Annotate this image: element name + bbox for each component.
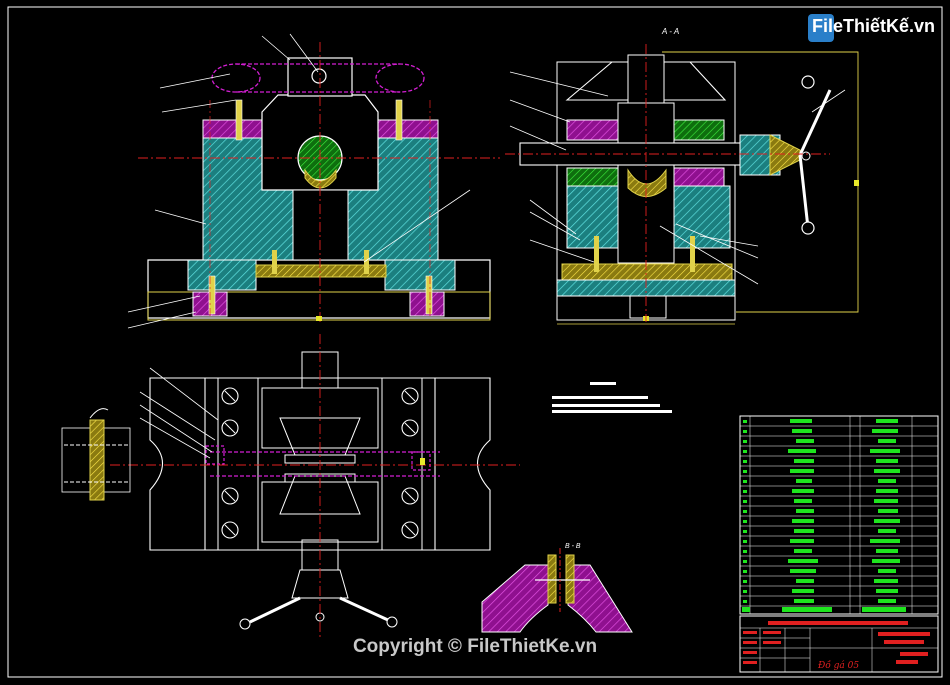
drawing-number: Đồ gá 05 — [817, 660, 859, 671]
copyright-watermark: Copyright © FileThietKe.vn — [352, 636, 598, 657]
technical-notes — [552, 382, 672, 413]
section-a-a-label: A - A — [661, 27, 679, 36]
top-view — [61, 334, 520, 640]
logo-text: FileThiếtKế.vn — [812, 16, 936, 36]
section-a-a-view: A - A — [505, 27, 859, 325]
section-b-b-view: B - B — [481, 543, 633, 633]
logo-icon — [808, 14, 834, 42]
site-logo: FileThiếtKế.vn — [808, 12, 935, 44]
parts-list-table — [739, 415, 939, 615]
title-block: Đồ gá 05 — [739, 615, 939, 673]
section-b-b-label: B - B — [565, 543, 581, 550]
front-view — [127, 33, 500, 329]
drawing-frame — [7, 6, 943, 678]
